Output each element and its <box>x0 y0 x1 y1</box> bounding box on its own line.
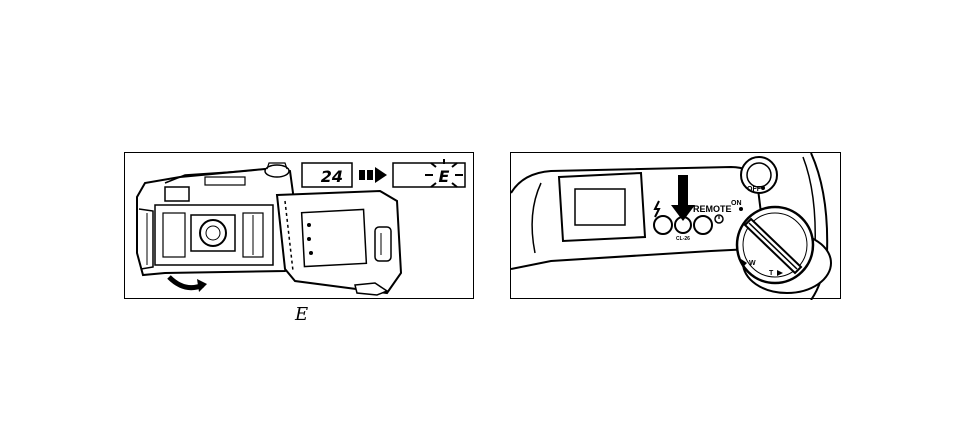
film-loading-illustration: 24 E <box>124 152 474 299</box>
wide-label: W <box>749 260 756 267</box>
arrow-right-icon <box>375 167 387 183</box>
off-label: OFF <box>747 186 762 193</box>
lcd-window <box>575 189 625 225</box>
self-timer-icon <box>715 215 723 223</box>
camera-open-back-drawing: 24 E <box>125 153 475 300</box>
remote-button[interactable] <box>694 216 712 234</box>
counter-value-after: E <box>439 167 450 186</box>
clear-button-label: CL-26 <box>676 236 690 242</box>
on-label: ON <box>731 200 742 207</box>
pointer-arrow-icon <box>678 175 688 207</box>
counter-value-before: 24 <box>321 167 343 186</box>
tele-label: T <box>769 270 774 277</box>
camera-top-drawing: CL-26 REMOTE OFF ON W T <box>511 153 842 300</box>
flash-icon <box>655 201 659 217</box>
mode-dial[interactable] <box>737 207 831 293</box>
camera-top-illustration: CL-26 REMOTE OFF ON W T <box>510 152 841 299</box>
counter-symbol-caption: E <box>295 306 308 324</box>
flash-button[interactable] <box>654 216 672 234</box>
remote-label: REMOTE <box>693 204 732 214</box>
